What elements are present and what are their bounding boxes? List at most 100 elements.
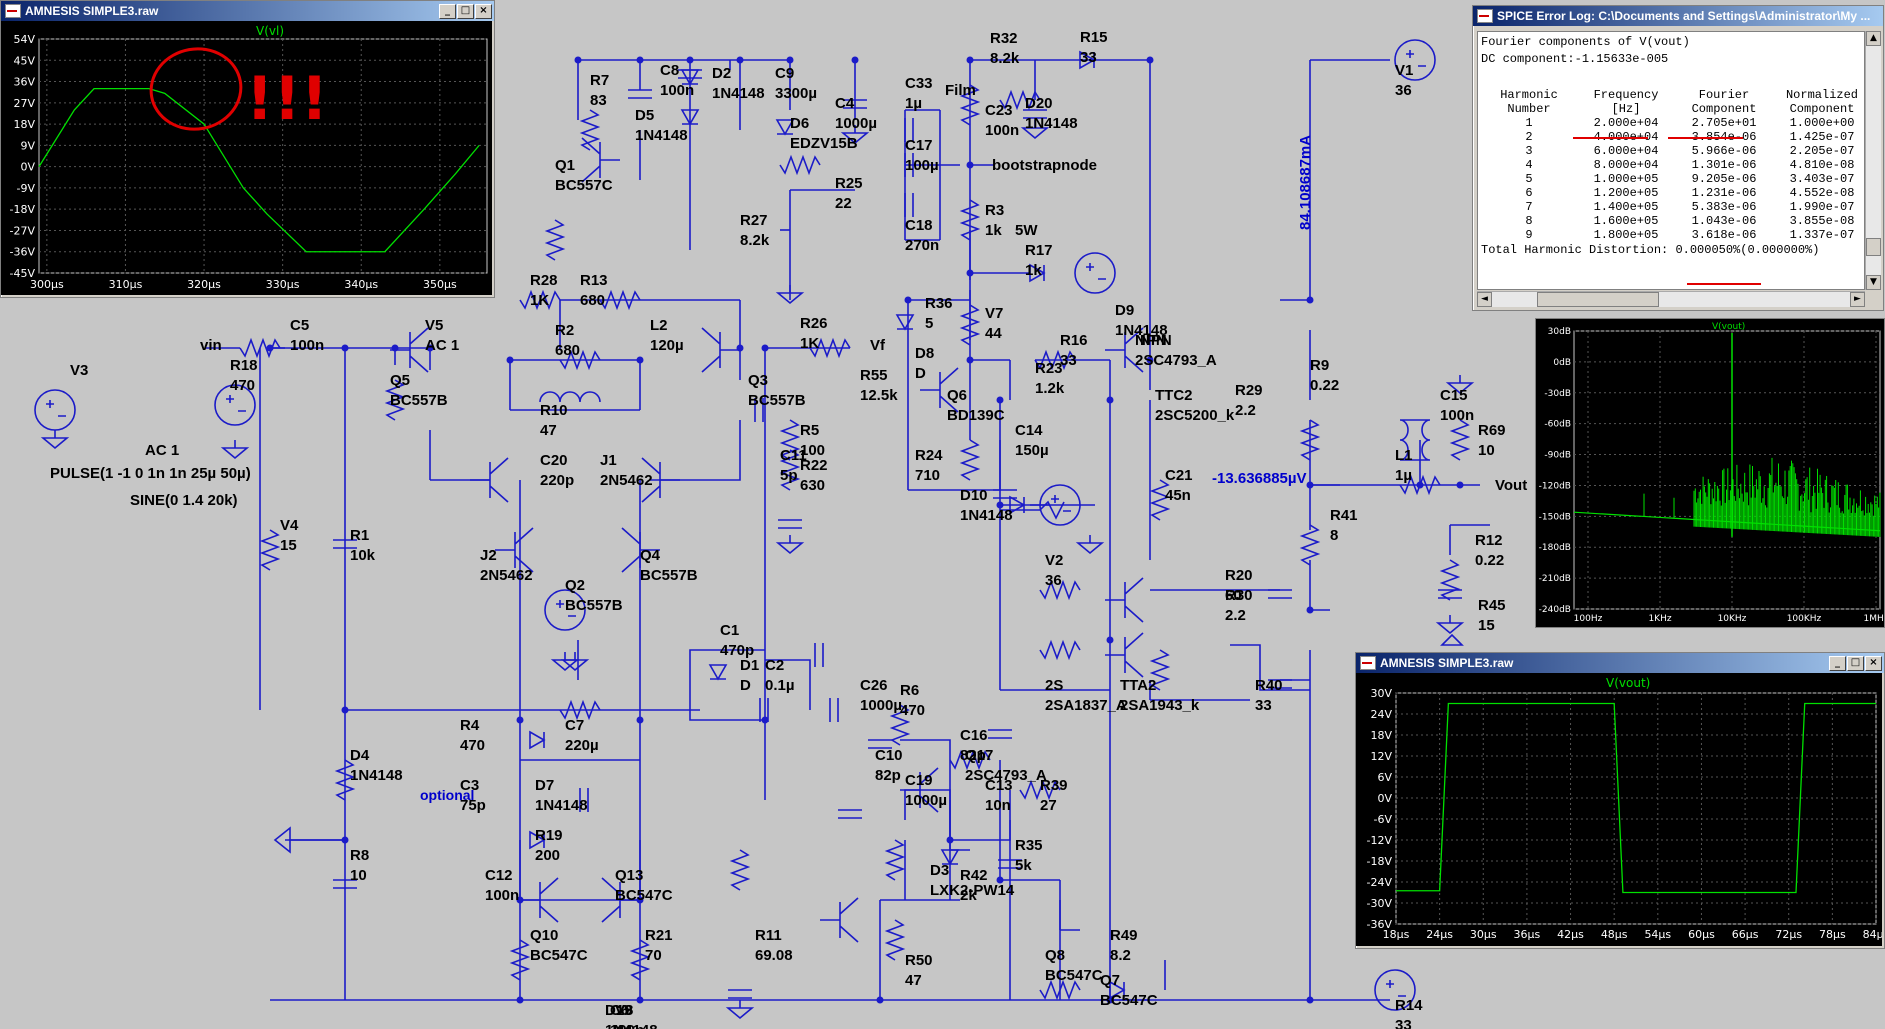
- resistor-symbol[interactable]: [1019, 779, 1061, 801]
- resistor-symbol[interactable]: [959, 439, 981, 481]
- resistor-symbol[interactable]: [959, 84, 981, 126]
- minimize-button[interactable]: _: [439, 3, 456, 19]
- transistor-symbol[interactable]: [920, 367, 959, 413]
- transistor-symbol[interactable]: [1105, 577, 1144, 623]
- voltage-source-symbol[interactable]: [1074, 252, 1116, 294]
- capacitor-symbol[interactable]: [1438, 589, 1462, 599]
- diode-symbol[interactable]: [708, 664, 728, 681]
- capacitor-symbol[interactable]: [988, 729, 1012, 739]
- resistor-symbol[interactable]: [1449, 419, 1471, 461]
- transistor-symbol[interactable]: [495, 527, 534, 573]
- resistor-symbol[interactable]: [949, 749, 991, 771]
- transistor-symbol[interactable]: [1105, 632, 1144, 678]
- resistor-symbol[interactable]: [884, 919, 906, 961]
- voltage-source-symbol[interactable]: [1394, 39, 1436, 81]
- resistor-symbol[interactable]: [599, 289, 641, 311]
- waveform-plot[interactable]: 30V24V18V12V6V0V-6V-12V-18V-24V-30V-36V1…: [1356, 673, 1882, 946]
- resistor-symbol[interactable]: [959, 304, 981, 346]
- diode-symbol[interactable]: [529, 730, 546, 750]
- resistor-symbol[interactable]: [544, 219, 566, 261]
- resistor-symbol[interactable]: [559, 699, 601, 721]
- resistor-symbol[interactable]: [509, 939, 531, 981]
- minimize-button[interactable]: _: [1829, 655, 1846, 671]
- voltage-source-symbol[interactable]: [1374, 969, 1416, 1011]
- resistor-symbol[interactable]: [999, 89, 1041, 111]
- capacitor-symbol[interactable]: [759, 698, 769, 722]
- resistor-symbol[interactable]: [1299, 524, 1321, 566]
- capacitor-symbol[interactable]: [1023, 109, 1047, 119]
- capacitor-symbol[interactable]: [838, 809, 862, 819]
- resistor-symbol[interactable]: [1039, 979, 1081, 1001]
- voltage-source-symbol[interactable]: [1039, 484, 1081, 526]
- scroll-up-button[interactable]: ▲: [1866, 31, 1881, 46]
- voltage-source-symbol[interactable]: [214, 384, 256, 426]
- resistor-symbol[interactable]: [259, 529, 281, 571]
- resistor-symbol[interactable]: [729, 849, 751, 891]
- maximize-button[interactable]: □: [1847, 655, 1864, 671]
- scroll-right-button[interactable]: ►: [1850, 292, 1865, 307]
- transistor-symbol[interactable]: [470, 457, 509, 503]
- resistor-symbol[interactable]: [1039, 639, 1081, 661]
- maximize-button[interactable]: □: [457, 3, 474, 19]
- resistor-symbol[interactable]: [1439, 559, 1461, 601]
- resistor-symbol[interactable]: [559, 349, 601, 371]
- resistor-symbol[interactable]: [779, 419, 801, 461]
- transistor-symbol[interactable]: [390, 327, 429, 373]
- inductor-symbol[interactable]: [1399, 419, 1431, 461]
- capacitor-symbol[interactable]: [904, 153, 914, 177]
- resistor-symbol[interactable]: [1034, 349, 1076, 371]
- resistor-symbol[interactable]: [629, 939, 651, 981]
- window-titlebar[interactable]: AMNESIS SIMPLE3.raw _ □ ×: [1, 1, 494, 21]
- scroll-thumb[interactable]: [1866, 238, 1881, 256]
- capacitor-symbol[interactable]: [628, 89, 652, 99]
- diode-symbol[interactable]: [895, 314, 915, 331]
- resistor-symbol[interactable]: [779, 154, 821, 176]
- resistor-symbol[interactable]: [1039, 579, 1081, 601]
- transistor-symbol[interactable]: [1105, 327, 1144, 373]
- inductor-symbol[interactable]: [539, 391, 601, 403]
- fft-plot[interactable]: 30dB0dB-30dB-60dB-90dB-120dB-150dB-180dB…: [1536, 319, 1884, 627]
- resistor-symbol[interactable]: [1149, 649, 1171, 691]
- transistor-symbol[interactable]: [581, 137, 620, 183]
- diode-symbol[interactable]: [680, 109, 700, 126]
- capacitor-symbol[interactable]: [333, 539, 357, 549]
- resistor-symbol[interactable]: [239, 337, 281, 359]
- transistor-symbol[interactable]: [701, 327, 740, 373]
- voltage-source-symbol[interactable]: [544, 589, 586, 631]
- capacitor-symbol[interactable]: [728, 989, 752, 999]
- scroll-left-button[interactable]: ◄: [1477, 292, 1492, 307]
- vertical-scrollbar[interactable]: ▲ ▼: [1865, 31, 1881, 290]
- resistor-symbol[interactable]: [959, 199, 981, 241]
- resistor-symbol[interactable]: [579, 109, 601, 151]
- transistor-symbol[interactable]: [621, 527, 660, 573]
- capacitor-symbol[interactable]: [998, 859, 1022, 869]
- close-button[interactable]: ×: [1865, 655, 1882, 671]
- capacitor-symbol[interactable]: [778, 519, 802, 529]
- scroll-down-button[interactable]: ▼: [1866, 275, 1881, 290]
- close-button[interactable]: ×: [475, 3, 492, 19]
- capacitor-symbol[interactable]: [333, 879, 357, 889]
- capacitor-symbol[interactable]: [814, 643, 824, 667]
- capacitor-symbol[interactable]: [843, 99, 867, 109]
- resistor-symbol[interactable]: [779, 449, 801, 491]
- diode-symbol[interactable]: [940, 849, 960, 866]
- resistor-symbol[interactable]: [384, 379, 406, 421]
- transistor-symbol[interactable]: [900, 767, 939, 813]
- transistor-symbol[interactable]: [520, 877, 559, 923]
- resistor-symbol[interactable]: [519, 289, 561, 311]
- transistor-symbol[interactable]: [641, 457, 680, 503]
- resistor-symbol[interactable]: [889, 704, 911, 746]
- capacitor-symbol[interactable]: [904, 118, 914, 142]
- capacitor-symbol[interactable]: [868, 739, 892, 749]
- window-titlebar[interactable]: AMNESIS SIMPLE3.raw _ □ ×: [1356, 653, 1884, 673]
- diode-symbol[interactable]: [775, 119, 795, 136]
- diode-symbol[interactable]: [1079, 50, 1096, 70]
- resistor-symbol[interactable]: [809, 337, 851, 359]
- capacitor-symbol[interactable]: [579, 788, 589, 812]
- capacitor-symbol[interactable]: [829, 698, 839, 722]
- log-text-area[interactable]: Fourier components of V(vout) DC compone…: [1477, 31, 1865, 290]
- diode-symbol[interactable]: [1029, 263, 1046, 283]
